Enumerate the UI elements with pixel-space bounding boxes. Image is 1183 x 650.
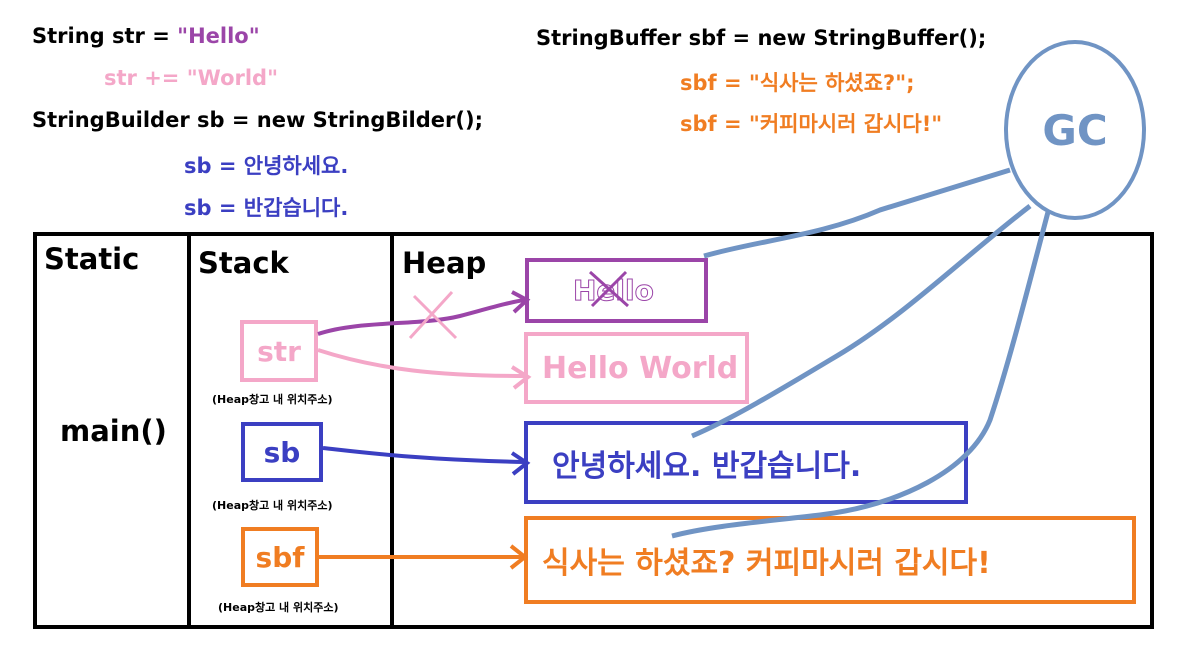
stack-var-str-note: (Heap창고 내 위치주소) bbox=[212, 393, 333, 406]
stack-section-title: Stack bbox=[198, 246, 289, 280]
old-reference-cross-a bbox=[412, 294, 458, 340]
stack-divider bbox=[187, 232, 191, 629]
stack-var-sbf: sbf bbox=[241, 527, 319, 587]
stack-var-sb-note: (Heap창고 내 위치주소) bbox=[212, 499, 333, 512]
old-reference-cross-b bbox=[408, 290, 454, 340]
arrow-sb-to-builder-head bbox=[510, 451, 531, 476]
main-method-label: main() bbox=[60, 414, 167, 448]
arrow-sb-to-builder bbox=[322, 446, 526, 464]
code-string-decl-value: "Hello" bbox=[177, 24, 260, 48]
code-line-buffer-assign1: sbf = "식사는 하셨죠?"; bbox=[680, 71, 915, 95]
arrow-str-to-hello-world-head bbox=[510, 365, 532, 390]
gc-line-to-buffer bbox=[671, 211, 1051, 539]
heap-object-builder: 안녕하세요. 반갑습니다. bbox=[524, 421, 968, 504]
arrow-str-to-hello-head bbox=[511, 290, 531, 314]
heap-object-builder-text: 안녕하세요. 반갑습니다. bbox=[552, 448, 862, 484]
hello-cross-line-b bbox=[590, 270, 628, 308]
heap-object-hello-world-text: Hello World bbox=[542, 350, 739, 386]
heap-object-buffer: 식사는 하셨죠? 커피마시러 갑시다! bbox=[524, 516, 1136, 604]
heap-object-hello-text: Hello bbox=[573, 274, 655, 308]
arrow-str-to-hello bbox=[317, 298, 526, 336]
stack-var-str: str bbox=[240, 320, 318, 382]
heap-object-hello-world: Hello World bbox=[524, 332, 749, 404]
arrow-sbf-to-buffer-head bbox=[509, 544, 529, 570]
code-line-builder-decl: StringBuilder sb = new StringBilder(); bbox=[32, 108, 483, 132]
gc-circle: GC bbox=[1004, 40, 1146, 220]
heap-object-hello: Hello bbox=[525, 258, 708, 323]
code-line-builder-assign2: sb = 반갑습니다. bbox=[184, 196, 349, 220]
code-line-string-decl: String str = "Hello" bbox=[32, 24, 260, 48]
heap-object-buffer-text: 식사는 하셨죠? 커피마시러 갑시다! bbox=[542, 546, 991, 581]
code-line-buffer-assign2: sbf = "커피마시러 갑시다!" bbox=[680, 112, 943, 136]
code-line-buffer-decl: StringBuffer sbf = new StringBuffer(); bbox=[536, 26, 987, 50]
gc-label: GC bbox=[1042, 105, 1108, 155]
heap-divider bbox=[390, 232, 394, 629]
stack-var-sbf-note: (Heap창고 내 위치주소) bbox=[218, 601, 339, 614]
stack-var-sb: sb bbox=[241, 422, 323, 482]
arrow-str-to-hello-world bbox=[317, 348, 526, 378]
memory-frame bbox=[33, 232, 1154, 629]
code-string-decl-prefix: String str = bbox=[32, 24, 178, 48]
heap-section-title: Heap bbox=[402, 246, 487, 280]
gc-line-to-hello bbox=[703, 167, 1011, 259]
gc-line-to-builder bbox=[691, 204, 1032, 439]
code-line-builder-assign1: sb = 안녕하세요. bbox=[184, 154, 349, 178]
static-section-title: Static bbox=[44, 242, 140, 276]
code-line-string-concat: str += "World" bbox=[104, 66, 279, 90]
